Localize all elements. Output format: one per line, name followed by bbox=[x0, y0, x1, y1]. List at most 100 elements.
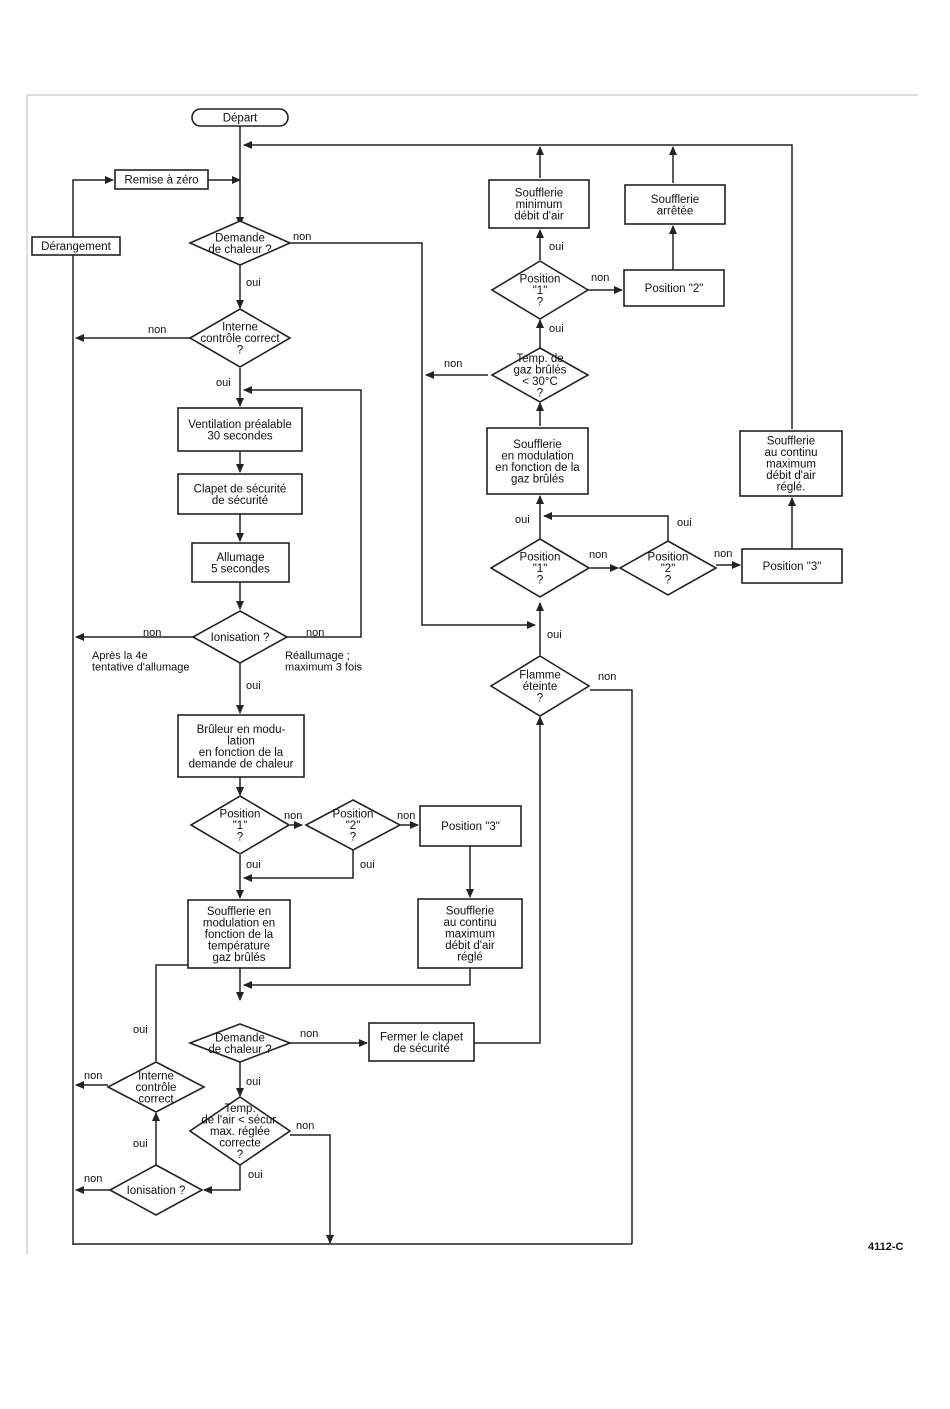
node-text: Remise à zéro bbox=[124, 175, 198, 187]
process-box bbox=[191, 542, 290, 583]
node-text: 5 secondes bbox=[211, 563, 270, 575]
edge-label-non-temp: non bbox=[296, 1120, 314, 1132]
process-box bbox=[114, 169, 209, 190]
node-text: "2" bbox=[346, 820, 361, 832]
edge-label-non-posL1: non bbox=[284, 810, 302, 822]
decision-shape bbox=[489, 538, 591, 598]
edge-label-oui-temp: oui bbox=[248, 1169, 263, 1181]
node-text: Ionisation ? bbox=[127, 1185, 186, 1197]
edge-label-non-interne1: non bbox=[148, 324, 166, 336]
edge-flamme-non bbox=[590, 689, 633, 1244]
node-text: arrêtée bbox=[657, 205, 693, 217]
edge-label-oui-posL1: oui bbox=[246, 859, 261, 871]
node-posL3: Position "3" bbox=[419, 805, 522, 847]
node-text: fonction de la bbox=[205, 929, 274, 941]
process-box bbox=[177, 714, 305, 778]
node-text: "1" bbox=[233, 820, 248, 832]
process-box bbox=[177, 473, 303, 515]
edge-label-non-posR2b: non bbox=[714, 548, 732, 560]
decision-shape bbox=[490, 260, 590, 320]
edge-label-non-flamme: non bbox=[598, 671, 616, 683]
terminal-shape bbox=[191, 108, 289, 127]
node-text: ? bbox=[537, 297, 543, 309]
edge-label-oui-demande2: oui bbox=[246, 1076, 261, 1088]
node-ionisation1: Ionisation ? bbox=[191, 610, 289, 664]
process-box bbox=[417, 898, 523, 969]
node-text: "1" bbox=[533, 285, 548, 297]
edge-label-non-tempGaz: non bbox=[444, 358, 462, 370]
edge-label-reallumage: Réallumage ; bbox=[285, 650, 350, 662]
node-text: de sécurité bbox=[393, 1043, 449, 1055]
node-text: température bbox=[208, 941, 270, 953]
process-box bbox=[486, 427, 589, 495]
node-text: 30 secondes bbox=[207, 430, 272, 442]
edge-label-oui-posR1a-top: oui bbox=[549, 241, 564, 253]
node-text: en modulation bbox=[501, 450, 573, 462]
node-text: ? bbox=[237, 1149, 243, 1161]
node-text: ? bbox=[237, 345, 243, 357]
node-text: Temp. de bbox=[516, 353, 563, 365]
node-text: modulation en bbox=[203, 918, 275, 930]
edge-label-oui-posL2: oui bbox=[360, 859, 375, 871]
node-text: Position bbox=[333, 809, 374, 821]
node-text: contrôle correct bbox=[200, 333, 280, 345]
edge-label-non-posL2: non bbox=[397, 810, 415, 822]
decision-shape bbox=[187, 1023, 293, 1063]
node-text: débit d'air bbox=[514, 211, 564, 223]
edge-souffcont-merge bbox=[243, 968, 471, 989]
node-text: de sécurité bbox=[212, 495, 268, 507]
node-text: gaz brûlés bbox=[511, 473, 564, 485]
edge-posL2-oui bbox=[243, 850, 354, 882]
edge-souffcont-top bbox=[243, 141, 793, 429]
node-posR1a: Position"1"? bbox=[490, 260, 590, 320]
decision-shape bbox=[191, 610, 289, 664]
node-text: en fonction de la bbox=[199, 747, 284, 759]
edge-label-oui-ionisation1: oui bbox=[246, 680, 261, 692]
edge-fermer-flamme bbox=[474, 716, 544, 1044]
edge-demande-non bbox=[290, 242, 536, 629]
process-box bbox=[739, 430, 843, 497]
node-temp: Temp.de l'air < sécur.max. régléecorrect… bbox=[188, 1096, 292, 1166]
node-ionisation2: Ionisation ? bbox=[108, 1164, 204, 1216]
process-box bbox=[419, 805, 522, 847]
node-text: contrôle bbox=[136, 1082, 177, 1094]
node-text: Position "3" bbox=[441, 821, 500, 833]
edge-label-oui-flamme: oui bbox=[547, 629, 562, 641]
edge-posR2b-oui bbox=[543, 512, 669, 542]
node-text: réglé bbox=[457, 952, 483, 964]
node-text: Position "3" bbox=[763, 561, 822, 573]
node-text: Soufflerie en bbox=[207, 906, 271, 918]
node-text: de chaleur ? bbox=[208, 244, 271, 256]
node-text: max. réglée bbox=[210, 1126, 270, 1138]
node-text: Soufflerie bbox=[446, 906, 494, 918]
node-posR2b: Position"2"? bbox=[618, 540, 718, 596]
node-text: de l'air < sécur. bbox=[201, 1115, 278, 1127]
node-text: de chaleur ? bbox=[208, 1044, 271, 1056]
decision-shape bbox=[188, 308, 292, 368]
node-posR3: Position "3" bbox=[741, 548, 843, 584]
flowchart-connectors bbox=[72, 126, 796, 1245]
node-text: débit d'air bbox=[766, 470, 816, 482]
node-posR2a: Position "2" bbox=[623, 269, 725, 307]
edge-reallumage-loop bbox=[243, 386, 362, 638]
node-text: demande de chaleur bbox=[189, 758, 294, 770]
process-box bbox=[187, 899, 291, 969]
edge-temp-oui bbox=[203, 1165, 241, 1194]
decision-shape bbox=[189, 795, 291, 855]
node-text: au continu bbox=[764, 447, 817, 459]
process-box bbox=[741, 548, 843, 584]
edge-label-non-rea: non bbox=[306, 627, 324, 639]
edge-label-oui-posR1b: oui bbox=[515, 514, 530, 526]
node-text: Allumage bbox=[217, 552, 265, 564]
